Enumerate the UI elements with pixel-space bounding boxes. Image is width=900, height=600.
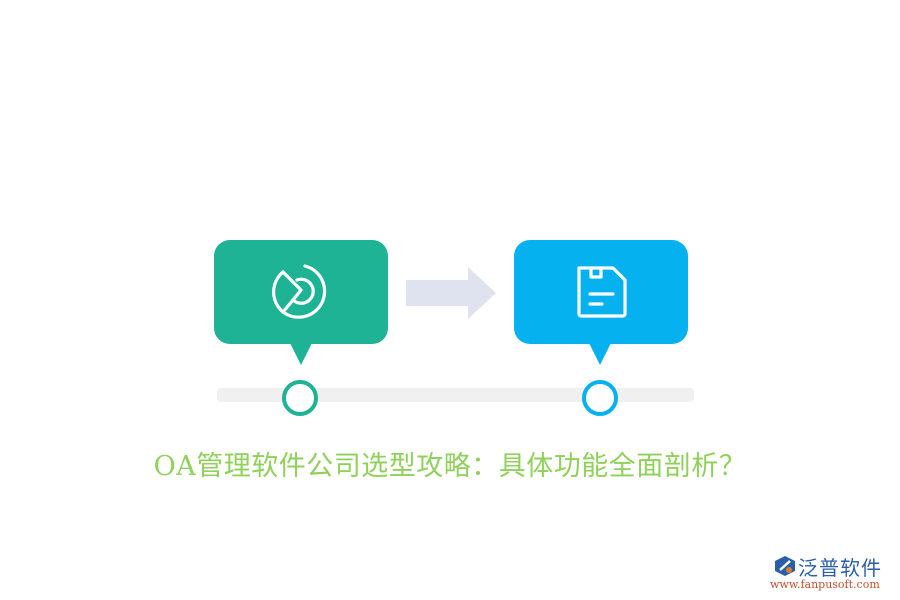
timeline-node-2 <box>582 380 618 416</box>
timeline-track <box>217 388 694 402</box>
timeline-node-1 <box>282 380 318 416</box>
brand-url: www.fanpusoft.com <box>770 578 880 591</box>
arrow-right-icon <box>406 267 496 319</box>
floppy-disk-save-icon <box>569 260 633 324</box>
step-1-card <box>214 240 388 344</box>
step-2-card <box>514 240 688 344</box>
step-2-pointer <box>589 343 611 365</box>
step-1-pointer <box>290 343 312 365</box>
diagram-title: OA管理软件公司选型攻略：具体功能全面剖析？ <box>153 451 747 482</box>
brand-name: 泛普软件 <box>798 556 882 580</box>
fanpu-logo-icon <box>774 555 796 577</box>
pie-chart-play-icon <box>269 260 333 324</box>
brand-logo: 泛普软件 www.fanpusoft.com <box>768 552 894 594</box>
